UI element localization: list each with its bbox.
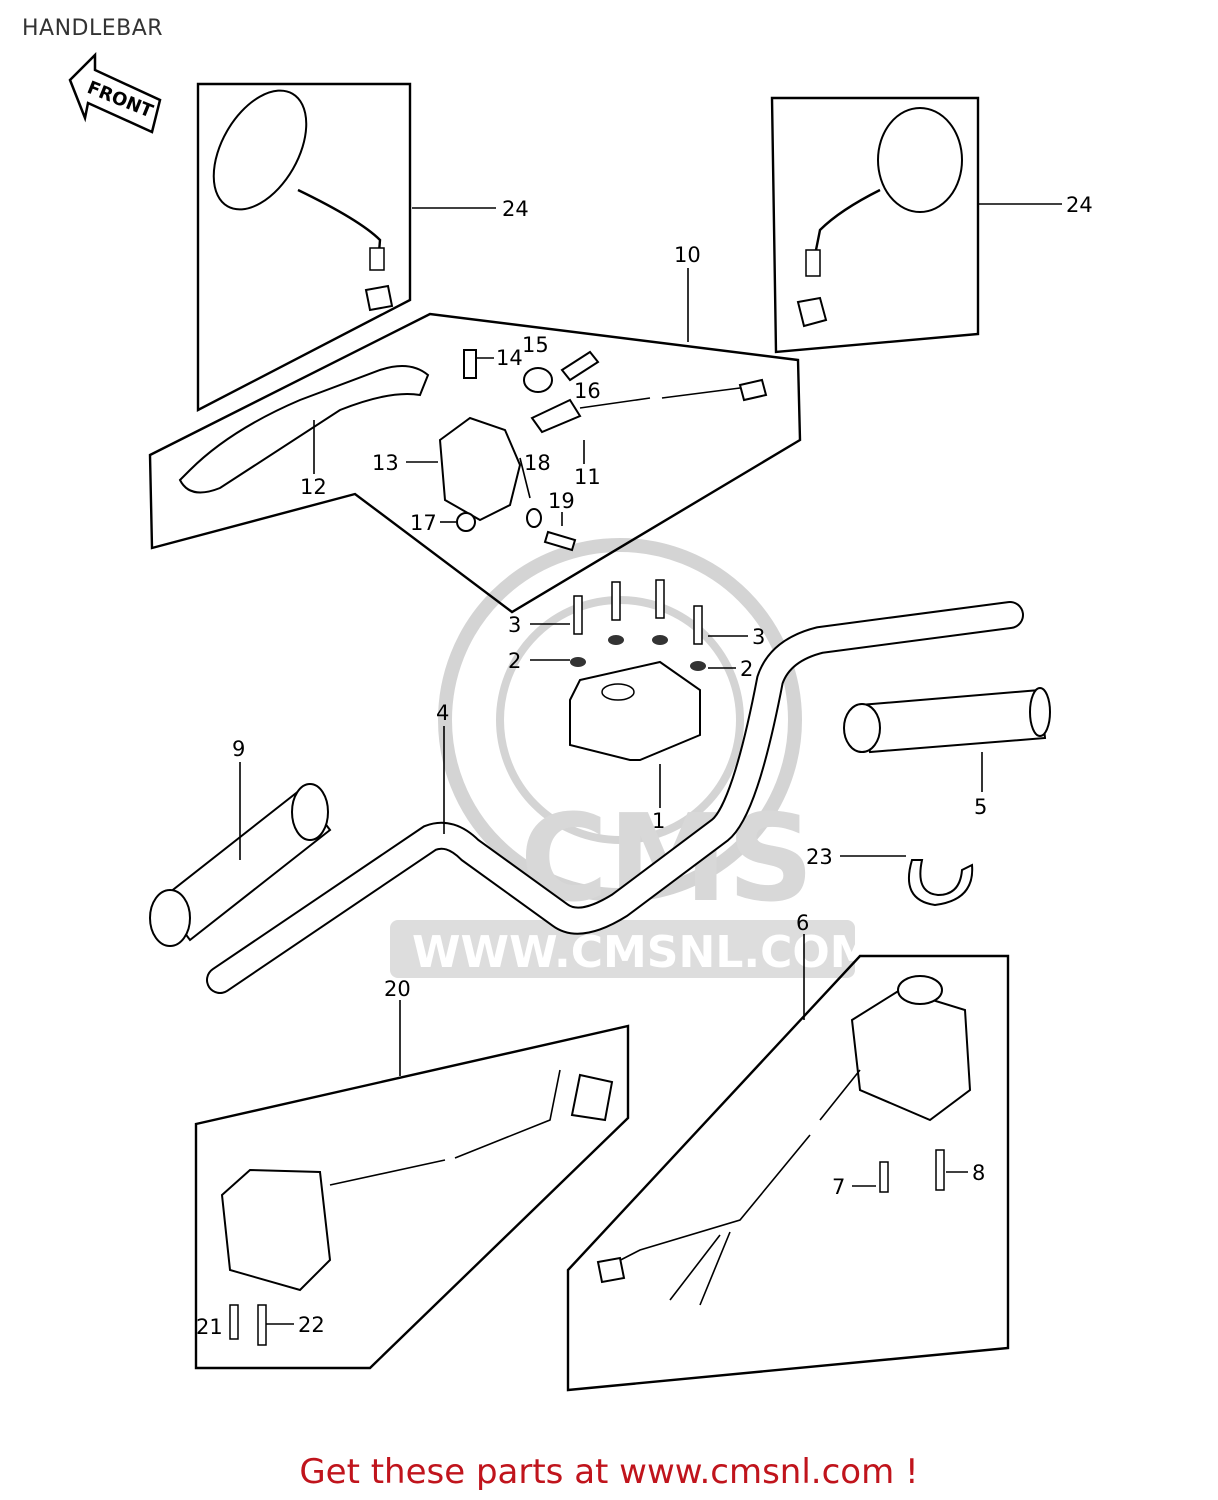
callout-2-right: 2 xyxy=(740,657,753,681)
adjuster-16 xyxy=(560,350,600,382)
callout-12: 12 xyxy=(300,475,327,499)
callout-15: 15 xyxy=(522,333,549,357)
right-switch-group xyxy=(566,954,1010,1392)
left-switch-group xyxy=(194,1024,630,1370)
callout-8: 8 xyxy=(972,1161,985,1185)
callout-17: 17 xyxy=(410,511,437,535)
front-arrow: FRONT xyxy=(68,51,162,134)
callout-22: 22 xyxy=(298,1313,325,1337)
page-title: HANDLEBAR xyxy=(22,16,164,41)
bolt-19 xyxy=(543,530,577,552)
right-mirror-glass xyxy=(877,107,963,213)
callout-20: 20 xyxy=(384,977,411,1001)
callout-23: 23 xyxy=(806,845,833,869)
washer-18 xyxy=(526,508,542,528)
callout-7: 7 xyxy=(832,1175,845,1199)
nut-15 xyxy=(523,367,553,393)
mirror-nut-left xyxy=(364,284,394,312)
clamp-group xyxy=(569,579,706,761)
callout-9: 9 xyxy=(232,737,245,761)
callout-6: 6 xyxy=(796,911,809,935)
callout-4: 4 xyxy=(436,701,449,725)
lever-holder xyxy=(438,416,522,522)
bolt-14 xyxy=(463,349,477,379)
callout-16: 16 xyxy=(574,379,601,403)
right-mirror-group xyxy=(770,96,980,354)
watermark-url: WWW.CMSNL.COM xyxy=(412,927,874,978)
callout-18: 18 xyxy=(524,451,551,475)
nut-17 xyxy=(456,512,476,532)
callout-13: 13 xyxy=(372,451,399,475)
callout-5: 5 xyxy=(974,795,987,819)
mirror-nut-right xyxy=(796,296,828,328)
callout-2-left: 2 xyxy=(508,649,521,673)
callout-3-right: 3 xyxy=(752,625,765,649)
callout-21: 21 xyxy=(196,1315,223,1339)
right-grip xyxy=(843,687,1051,754)
right-switch-housing xyxy=(850,988,972,1122)
clutch-lever xyxy=(178,365,430,494)
callout-1: 1 xyxy=(652,809,665,833)
right-switch-connector xyxy=(596,1256,626,1284)
left-grip xyxy=(149,783,332,947)
handlebar-clamp xyxy=(569,660,701,761)
clutch-lever-group xyxy=(148,312,802,614)
left-mirror-group xyxy=(196,82,412,412)
callout-labels: 24 24 10 14 15 16 11 13 18 12 17 19 3 3 … xyxy=(196,193,1093,1339)
footer-cta[interactable]: Get these parts at www.cmsnl.com ! xyxy=(299,1452,919,1492)
left-mirror-glass xyxy=(212,89,308,211)
callout-19: 19 xyxy=(548,489,575,513)
leader-lines xyxy=(239,203,1062,1325)
left-switch-housing xyxy=(220,1168,332,1292)
callout-10: 10 xyxy=(674,243,701,267)
left-switch-connector xyxy=(570,1073,614,1122)
callout-3-left: 3 xyxy=(508,613,521,637)
clamp-bolts xyxy=(570,579,706,671)
callout-14: 14 xyxy=(496,346,523,370)
throttle-clamp xyxy=(907,859,974,907)
callout-24-right: 24 xyxy=(1066,193,1093,217)
switch-11 xyxy=(530,398,582,434)
callout-11: 11 xyxy=(574,465,601,489)
callout-24-left: 24 xyxy=(502,197,529,221)
